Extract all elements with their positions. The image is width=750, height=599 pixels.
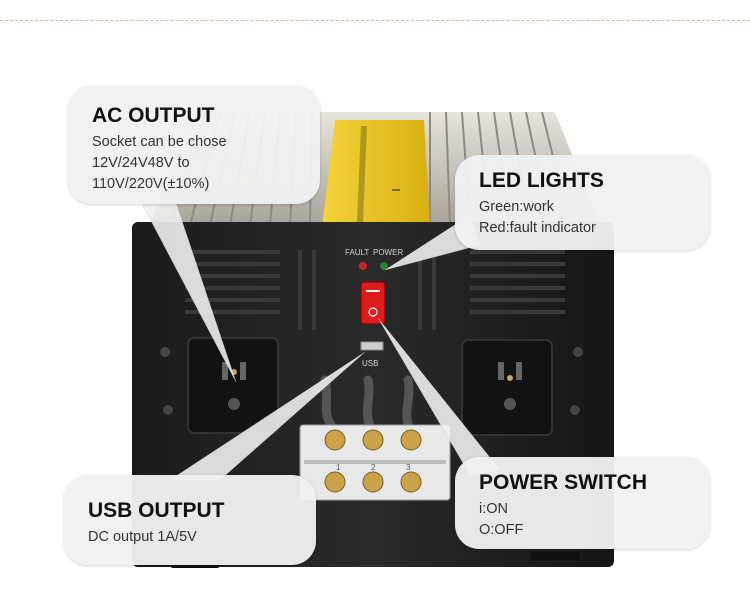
power-switch-title: POWER SWITCH (479, 471, 647, 494)
ac-output-line-2: 12V/24V48V to (92, 155, 190, 171)
led-lights-callout: LED LIGHTS Green:work Red:fault indicato… (455, 155, 710, 250)
terminal-number-1: 1 (336, 463, 341, 472)
ac-output-line-3: 110V/220V(±10%) (92, 176, 210, 192)
power-switch-callout: POWER SWITCH i:ON O:OFF (455, 457, 710, 549)
callout-pointers (139, 199, 501, 481)
fault-led (359, 262, 367, 270)
usb-output-line-1: DC output 1A/5V (88, 529, 197, 545)
terminal-number-2: 2 (371, 463, 376, 472)
fault-led-label: FAULT (345, 248, 369, 257)
cooling-vents (185, 250, 565, 330)
power-switch-line-2: O:OFF (479, 522, 524, 538)
terminal-number-3: 3 (406, 463, 411, 472)
ac-socket-left (187, 337, 279, 434)
usb-port-label: USB (362, 359, 378, 368)
led-lights-title: LED LIGHTS (479, 169, 604, 192)
usb-output-title: USB OUTPUT (88, 499, 225, 522)
power-led-label: POWER (373, 248, 403, 257)
power-rocker-switch (360, 281, 386, 325)
power-led (380, 262, 388, 270)
ac-output-callout: AC OUTPUT Socket can be chose 12V/24V48V… (68, 86, 320, 204)
panel-screws (160, 347, 583, 415)
top-dashed-rule (0, 20, 750, 21)
ac-output-line-1: Socket can be chose (92, 134, 227, 150)
dc-terminal-block: 1 2 3 (299, 424, 451, 501)
led-lights-line-1: Green:work (479, 199, 554, 215)
ac-output-title: AC OUTPUT (92, 104, 215, 127)
ac-socket-right (461, 339, 553, 436)
power-switch-line-1: i:ON (479, 501, 508, 517)
usb-port (360, 341, 384, 351)
rubber-foot-right (530, 552, 580, 560)
usb-output-callout: USB OUTPUT DC output 1A/5V (64, 475, 316, 565)
led-lights-line-2: Red:fault indicator (479, 220, 596, 236)
brand-label-plate (322, 120, 430, 226)
